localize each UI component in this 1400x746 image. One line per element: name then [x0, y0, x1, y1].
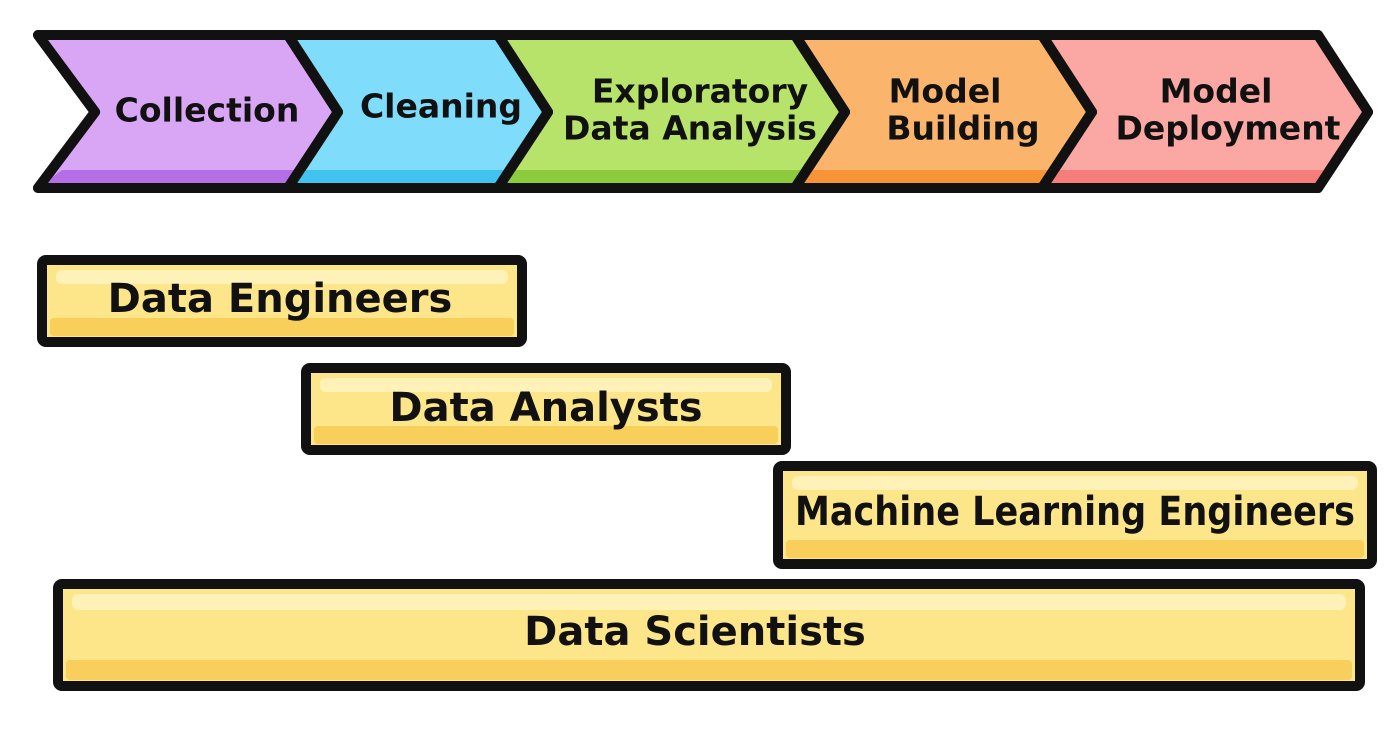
role-bar-ml-engineers: Machine Learning Engineers	[773, 461, 1377, 569]
role-highlight-data-analysts	[320, 378, 772, 392]
role-label-data-analysts: Data Analysts	[389, 385, 702, 431]
role-label-data-scientists: Data Scientists	[524, 609, 866, 655]
stage-label-model-deployment-line1: Model	[1160, 72, 1273, 111]
stage-chevron-model-building: Model Building	[790, 30, 1097, 193]
role-highlight-data-engineers	[56, 270, 508, 284]
stage-shade-cleaning	[288, 112, 548, 188]
role-label-data-engineers: Data Engineers	[108, 276, 453, 322]
stage-outline-model-deployment	[1037, 30, 1373, 193]
stage-shade-collection	[38, 112, 338, 188]
role-highlight-data-scientists	[72, 594, 1346, 610]
role-highlight-ml-engineers	[792, 476, 1358, 490]
role-rect-ml-engineers	[778, 466, 1372, 564]
stage-shade-model-deployment	[1042, 112, 1368, 188]
stage-label-cleaning: Cleaning	[360, 87, 522, 126]
role-shade-data-engineers	[50, 318, 514, 336]
role-shade-data-analysts	[314, 426, 778, 444]
stage-chevron-model-deployment: Model Deployment	[1037, 30, 1373, 193]
role-bar-data-engineers: Data Engineers	[37, 255, 527, 347]
stage-label-eda-line2: Data Analysis	[563, 109, 817, 148]
role-shade-data-scientists	[66, 660, 1352, 680]
stage-chevron-eda: Exploratory Data Analysis	[493, 30, 850, 193]
role-label-ml-engineers: Machine Learning Engineers	[795, 489, 1355, 535]
role-outline-data-engineers	[37, 255, 527, 347]
stage-label-model-deployment-line2: Deployment	[1116, 109, 1341, 148]
role-outline-data-analysts	[301, 363, 791, 455]
role-outline-ml-engineers	[773, 461, 1377, 569]
stage-shade-eda	[498, 112, 845, 188]
role-outline-data-scientists	[53, 579, 1365, 691]
stage-chevron-collection: Collection	[33, 30, 343, 193]
stage-label-model-building-line2: Building	[886, 109, 1039, 148]
stage-label-collection: Collection	[115, 91, 300, 130]
role-bar-data-scientists: Data Scientists	[53, 579, 1365, 691]
stage-shade-model-building	[795, 112, 1092, 188]
role-bar-data-analysts: Data Analysts	[301, 363, 791, 455]
role-shade-ml-engineers	[786, 540, 1364, 558]
stage-label-eda-line1: Exploratory	[592, 72, 808, 111]
stage-label-model-building-line1: Model	[889, 72, 1002, 111]
